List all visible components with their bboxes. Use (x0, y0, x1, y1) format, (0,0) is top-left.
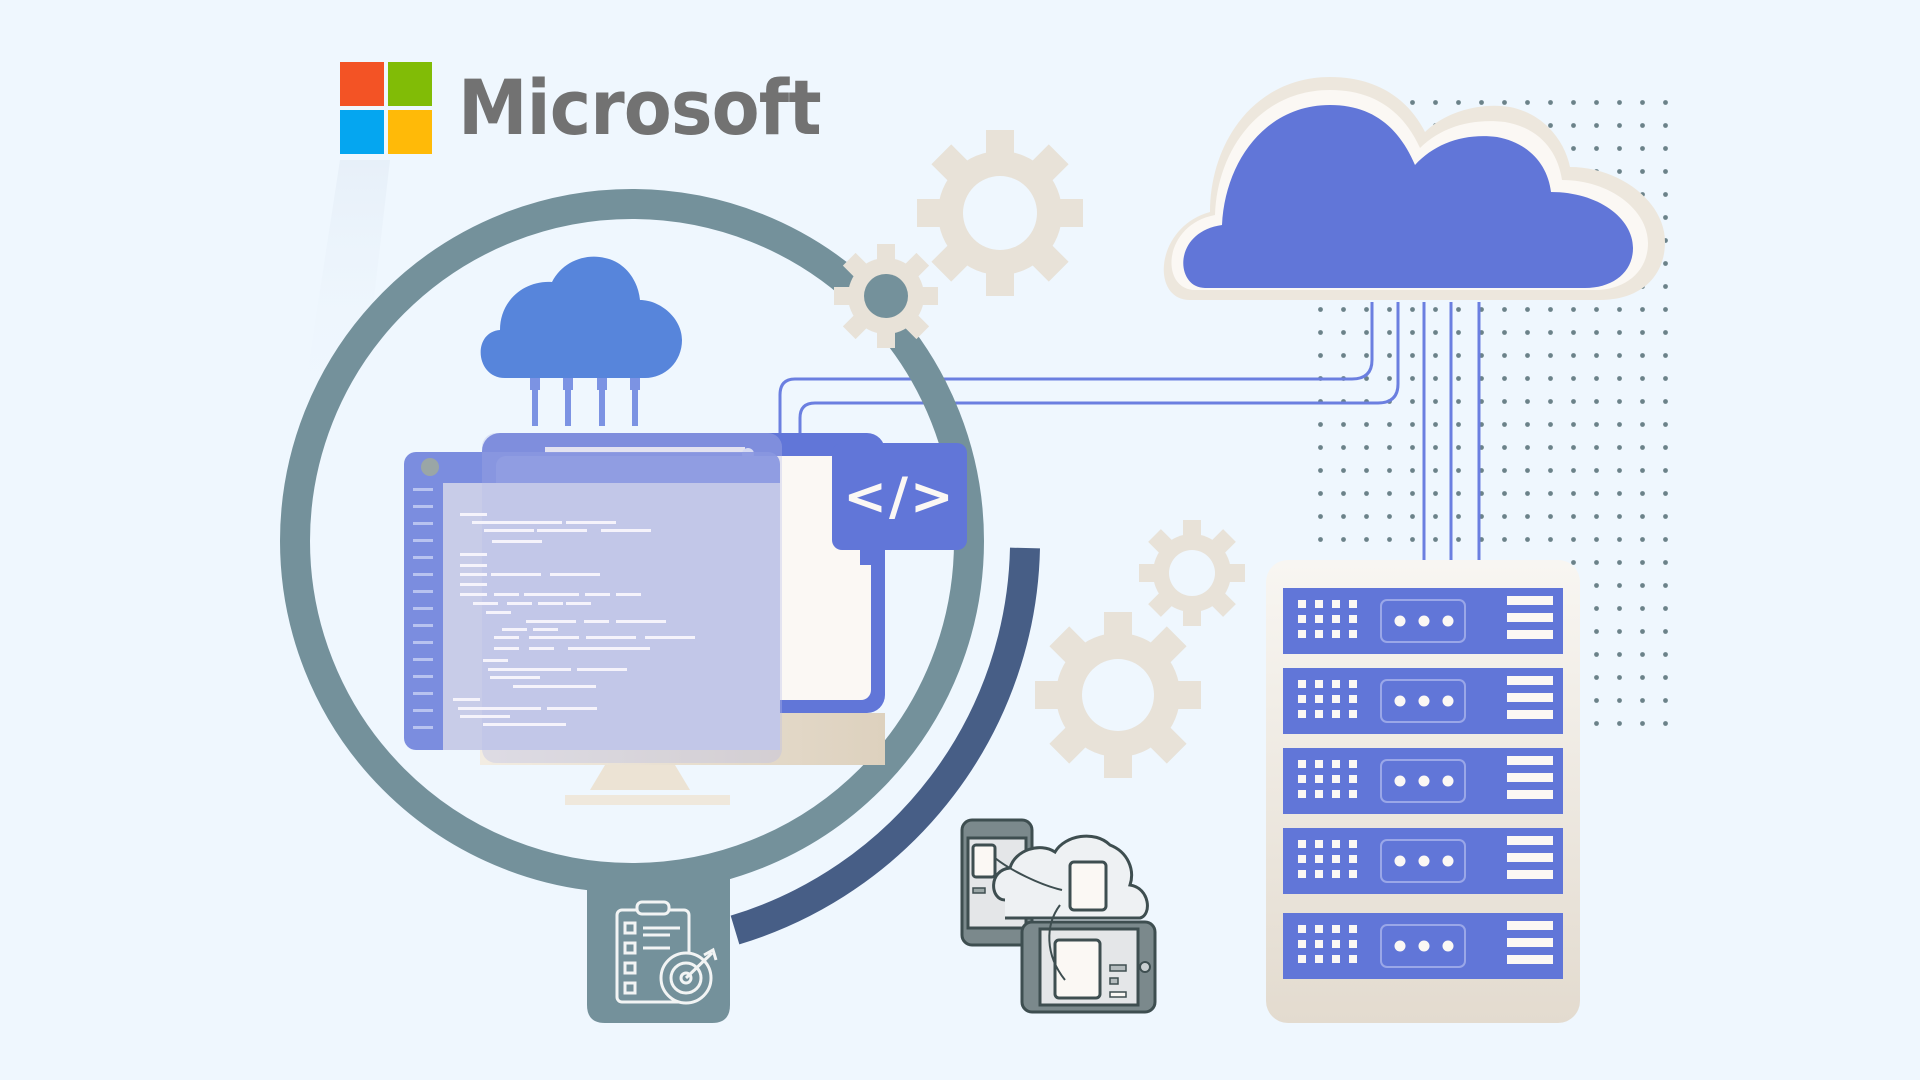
large-cloud-icon (1163, 77, 1665, 300)
gear-icon (1035, 612, 1201, 778)
small-cloud-icon (480, 256, 682, 426)
code-tag-label: </> (843, 466, 956, 527)
brand-name: Microsoft (458, 63, 822, 152)
checklist-target-badge (587, 878, 730, 1023)
device-cloud-sync-icon (960, 818, 1157, 1014)
microsoft-logo: Microsoft (340, 62, 852, 154)
code-tag-box (832, 443, 967, 550)
gear-icon (834, 244, 938, 348)
gear-icon (917, 130, 1083, 296)
code-editor-panel (404, 433, 782, 763)
server-rack (1266, 560, 1580, 1023)
dark-arc (730, 547, 1040, 945)
cloud-rack-cables (778, 302, 1481, 562)
windows-logo-icon (340, 62, 432, 154)
gear-icon (1139, 520, 1245, 626)
